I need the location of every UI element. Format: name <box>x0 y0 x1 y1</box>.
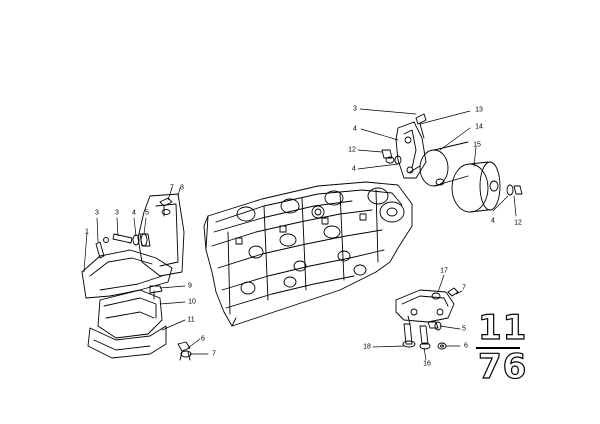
callout-1: 1 <box>85 228 89 236</box>
engine-mount-right <box>381 113 523 213</box>
callout-12-right: 12 <box>514 219 522 227</box>
callout-15: 15 <box>473 141 481 149</box>
callout-5-left: 5 <box>145 209 149 217</box>
callout-4-top: 4 <box>353 125 357 133</box>
page-number-divider <box>476 347 520 349</box>
callout-7-left: 7 <box>170 184 174 192</box>
callout-18: 18 <box>363 343 371 351</box>
engine-mount-left <box>81 193 192 361</box>
callout-3-top: 3 <box>353 105 357 113</box>
callout-6-left: 6 <box>201 335 205 343</box>
callout-14: 14 <box>475 123 483 131</box>
callout-7-bottom: 7 <box>212 350 216 358</box>
page-number-sheet: 76 <box>477 347 528 387</box>
callout-8: 8 <box>180 184 184 192</box>
callout-9: 9 <box>188 282 192 290</box>
engine-block <box>203 181 413 327</box>
callout-10: 10 <box>188 298 196 306</box>
callout-16: 16 <box>423 360 431 368</box>
page-number-group: 11 <box>477 308 528 348</box>
callout-7-right: 7 <box>462 284 466 292</box>
callout-3-left-b: 3 <box>115 209 119 217</box>
callout-4-right: 4 <box>491 217 495 225</box>
callout-12-top: 12 <box>348 146 356 154</box>
callout-4-left: 4 <box>132 209 136 217</box>
leader-lines <box>83 108 517 361</box>
callout-11: 11 <box>187 316 195 324</box>
callout-4-mid: 4 <box>352 165 356 173</box>
callout-5-right: 5 <box>462 325 466 333</box>
engine-mount-lower-right <box>395 287 459 350</box>
callout-6-right: 6 <box>464 342 468 350</box>
callout-13: 13 <box>475 106 483 114</box>
callout-3-left-a: 3 <box>95 209 99 217</box>
callout-17: 17 <box>440 267 448 275</box>
